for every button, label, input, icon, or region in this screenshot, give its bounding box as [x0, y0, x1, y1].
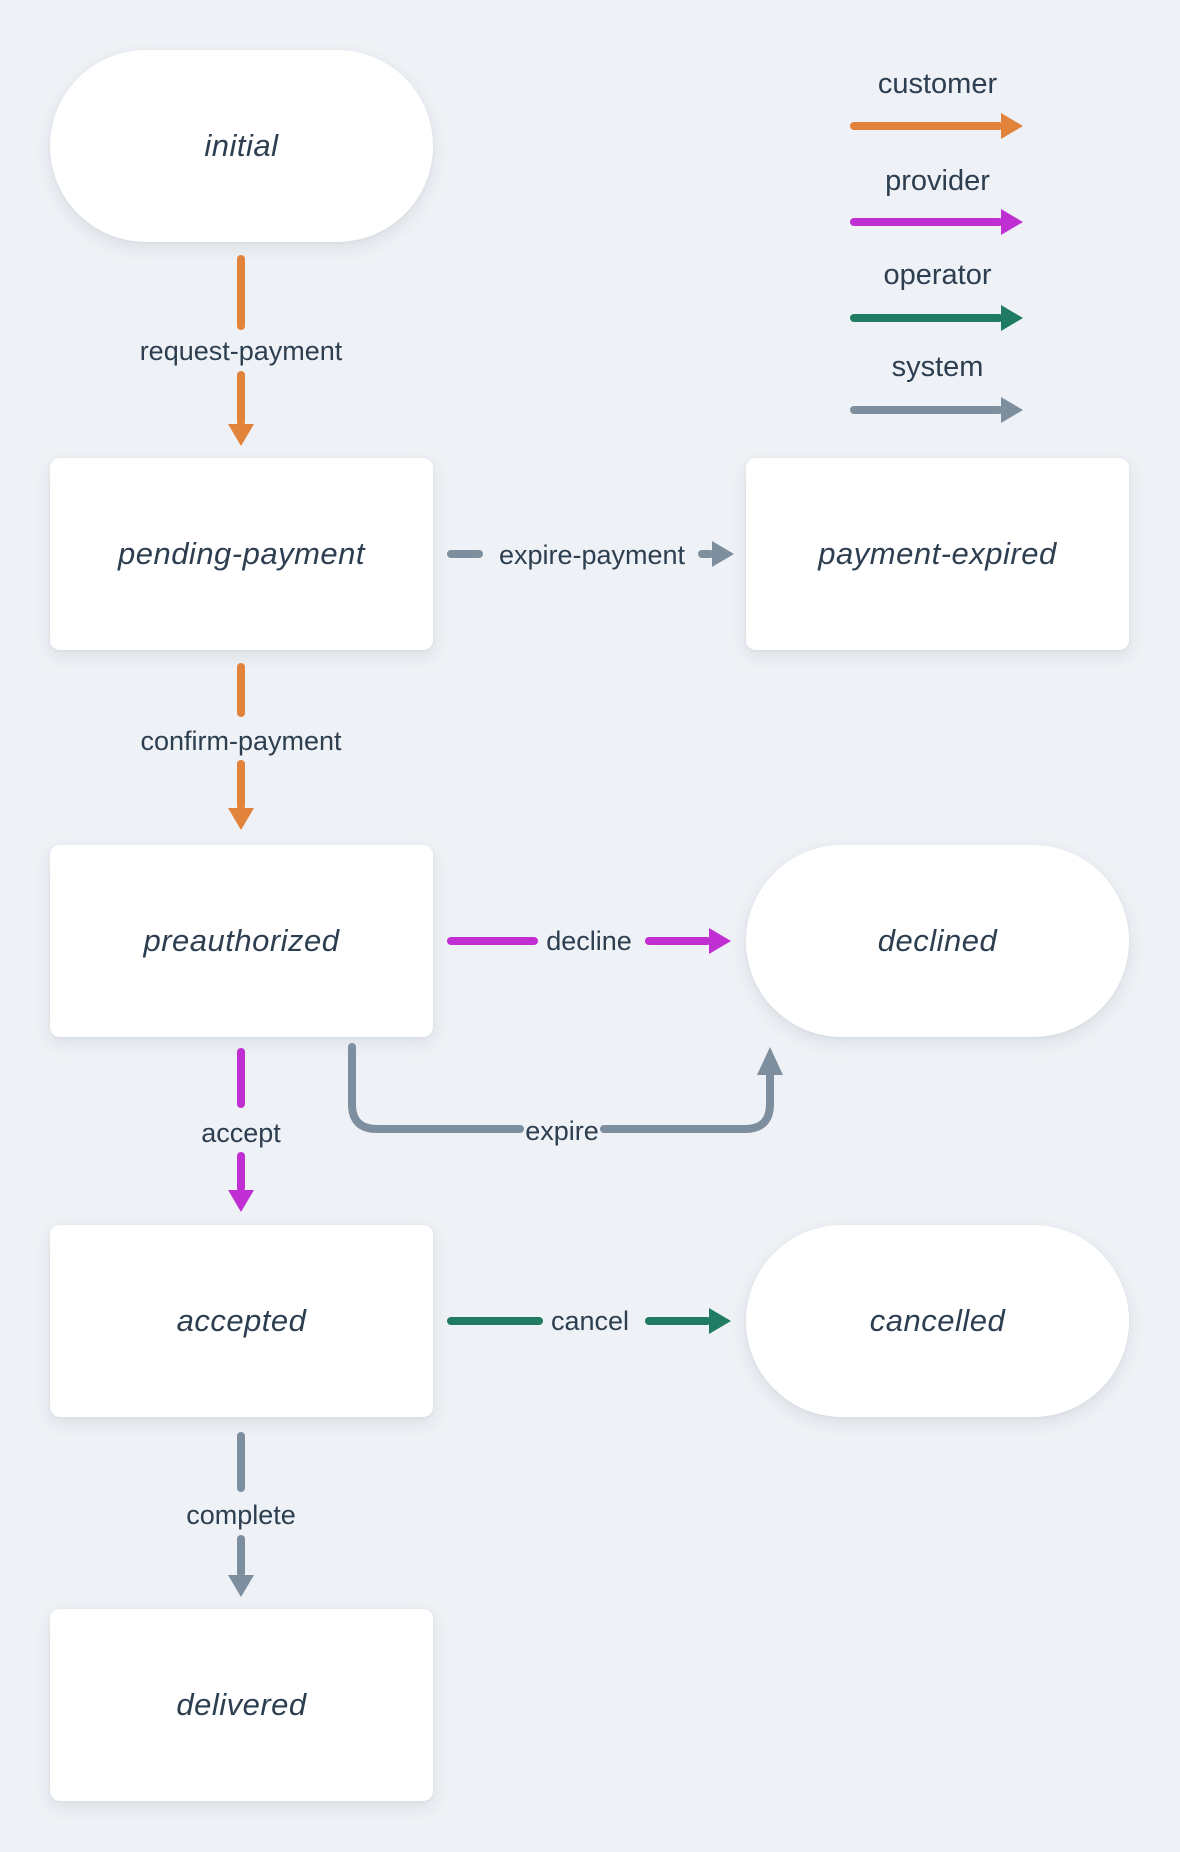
- legend-label-system: system: [891, 351, 984, 383]
- cancel-arrowhead: [709, 1308, 731, 1334]
- decline-arrow-segment: [645, 937, 711, 945]
- complete-arrow-segment: [237, 1432, 245, 1492]
- state-label-pending-payment: pending-payment: [117, 536, 366, 571]
- accept-arrowhead: [228, 1190, 254, 1212]
- legend-label-customer: customer: [877, 68, 998, 100]
- expire-payment-arrow-segment: [698, 550, 714, 558]
- state-label-delivered: delivered: [176, 1687, 307, 1722]
- state-node-cancelled: cancelled: [746, 1225, 1129, 1417]
- expire-payment-arrow-segment: [447, 550, 483, 558]
- cancel-arrow-segment: [447, 1317, 543, 1325]
- transition-label-confirm-payment: confirm-payment: [140, 726, 342, 756]
- state-label-initial: initial: [204, 128, 279, 163]
- legend-label-operator: operator: [883, 259, 992, 291]
- decline-arrowhead: [709, 928, 731, 954]
- complete-arrowhead: [228, 1575, 254, 1597]
- request-payment-arrow-segment: [237, 371, 245, 426]
- transition-label-expire: expire: [525, 1116, 599, 1146]
- cancel-arrow-segment: [645, 1317, 711, 1325]
- confirm-payment-arrowhead: [228, 808, 254, 830]
- expire-curved-arrow: [348, 1043, 783, 1133]
- state-label-preauthorized: preauthorized: [143, 923, 340, 958]
- state-label-cancelled: cancelled: [869, 1303, 1006, 1338]
- request-payment-arrow-segment: [237, 255, 245, 330]
- transition-label-cancel: cancel: [550, 1306, 630, 1336]
- accept-arrow-segment: [237, 1048, 245, 1108]
- state-node-payment-expired: payment-expired: [746, 458, 1129, 650]
- legend-arrow-customer: [850, 122, 1003, 130]
- confirm-payment-arrow-segment: [237, 663, 245, 717]
- legend-arrowhead-system: [1001, 397, 1023, 423]
- complete-arrow-segment: [237, 1535, 245, 1577]
- state-node-accepted: accepted: [50, 1225, 433, 1417]
- state-node-initial: initial: [50, 50, 433, 242]
- confirm-payment-arrow-segment: [237, 760, 245, 810]
- transition-label-expire-payment: expire-payment: [498, 540, 686, 570]
- request-payment-arrowhead: [228, 424, 254, 446]
- transition-label-request-payment: request-payment: [139, 336, 343, 366]
- legend-arrow-system: [850, 406, 1003, 414]
- legend-arrowhead-operator: [1001, 305, 1023, 331]
- legend-arrowhead-customer: [1001, 113, 1023, 139]
- legend-arrowhead-provider: [1001, 209, 1023, 235]
- expire-arrowhead: [757, 1047, 783, 1075]
- decline-arrow-segment: [447, 937, 538, 945]
- transition-label-complete: complete: [186, 1500, 296, 1530]
- state-node-declined: declined: [746, 845, 1129, 1037]
- legend-arrow-provider: [850, 218, 1003, 226]
- legend-label-provider: provider: [885, 165, 990, 197]
- state-label-declined: declined: [877, 923, 998, 958]
- state-node-delivered: delivered: [50, 1609, 433, 1801]
- state-node-preauthorized: preauthorized: [50, 845, 433, 1037]
- legend-arrow-operator: [850, 314, 1003, 322]
- state-label-payment-expired: payment-expired: [818, 536, 1057, 571]
- state-node-pending-payment: pending-payment: [50, 458, 433, 650]
- transition-label-accept: accept: [201, 1118, 281, 1148]
- transition-label-decline: decline: [546, 926, 632, 956]
- state-label-accepted: accepted: [176, 1303, 307, 1338]
- accept-arrow-segment: [237, 1152, 245, 1192]
- expire-payment-arrowhead: [712, 541, 734, 567]
